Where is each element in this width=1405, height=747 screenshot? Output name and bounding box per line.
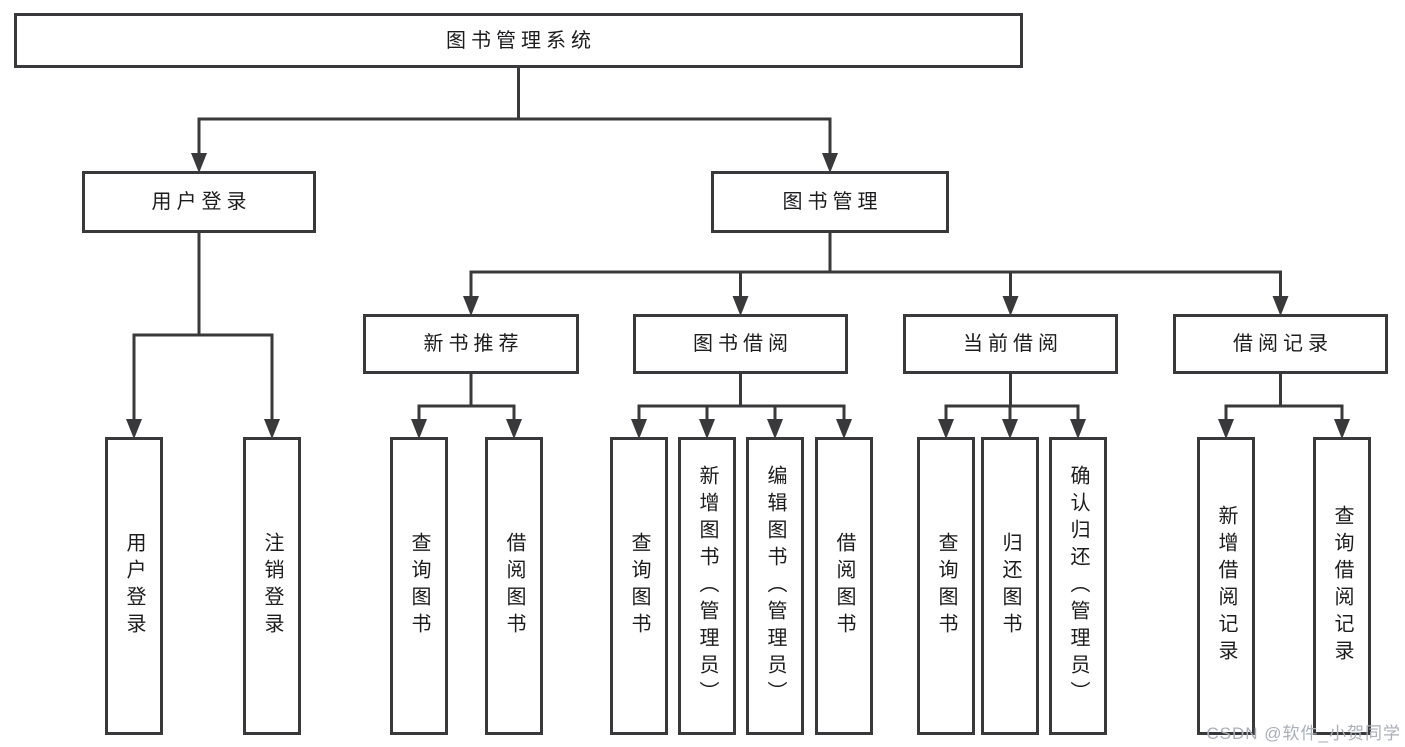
node-label: 注销登录 (261, 532, 283, 640)
arrowhead-icon (191, 153, 207, 173)
node-label: 图书管理 (782, 191, 883, 213)
arrowhead-icon (1272, 296, 1289, 316)
node-label: 用户登录 (123, 532, 145, 640)
arrowhead-icon (631, 419, 647, 439)
node-leaf-br-add: 新增借阅记录 (1197, 437, 1255, 735)
node-root: 图书管理系统 (14, 13, 1023, 68)
node-leaf-rec-query: 查询图书 (390, 437, 448, 735)
node-label: 确认归还（管理员） (1067, 464, 1089, 708)
arrowhead-icon (1218, 419, 1234, 439)
arrowhead-icon (126, 419, 142, 439)
watermark: CSDN @软件_小贺同学 (1206, 724, 1401, 743)
node-label: 编辑图书（管理员） (764, 464, 786, 708)
node-book-mgmt: 图书管理 (711, 171, 949, 233)
arrowhead-icon (822, 153, 838, 173)
node-leaf-cb-confirm: 确认归还（管理员） (1049, 437, 1107, 735)
node-label: 图书管理系统 (446, 29, 596, 52)
node-leaf-bb-borrow: 借阅图书 (815, 437, 873, 735)
node-label: 借阅记录 (1233, 333, 1333, 355)
node-leaf-bb-query: 查询图书 (610, 437, 668, 735)
arrowhead-icon (732, 296, 749, 316)
node-label: 归还图书 (999, 532, 1021, 640)
arrowhead-icon (699, 419, 715, 439)
node-label: 新增借阅记录 (1215, 505, 1237, 667)
node-label: 用户登录 (151, 191, 252, 213)
node-user-login: 用户登录 (82, 171, 316, 233)
node-label: 借阅图书 (503, 532, 525, 640)
node-label: 借阅图书 (833, 532, 855, 640)
node-leaf-logout: 注销登录 (243, 437, 301, 735)
node-label: 新增图书（管理员） (696, 464, 718, 708)
node-label: 新书推荐 (423, 333, 524, 355)
node-label: 查询图书 (408, 532, 430, 640)
node-new-book-rec: 新书推荐 (363, 314, 579, 374)
arrowhead-icon (1002, 296, 1019, 316)
node-leaf-cb-query: 查询图书 (917, 437, 975, 735)
node-leaf-bb-add: 新增图书（管理员） (678, 437, 736, 735)
node-leaf-br-query: 查询借阅记录 (1313, 437, 1371, 735)
node-label: 查询图书 (628, 532, 650, 640)
node-current-borrow: 当前借阅 (903, 314, 1118, 374)
arrowhead-icon (411, 419, 427, 439)
arrowhead-icon (264, 419, 280, 439)
arrowhead-icon (767, 419, 783, 439)
arrowhead-icon (463, 296, 479, 316)
node-label: 查询借阅记录 (1331, 505, 1353, 667)
node-book-borrow: 图书借阅 (633, 314, 848, 374)
node-leaf-rec-borrow: 借阅图书 (485, 437, 543, 735)
arrowhead-icon (836, 419, 852, 439)
node-leaf-user-login: 用户登录 (105, 437, 163, 735)
node-label: 图书借阅 (693, 333, 793, 355)
node-label: 查询图书 (935, 532, 957, 640)
node-label: 当前借阅 (963, 333, 1063, 355)
arrowhead-icon (506, 419, 522, 439)
arrowhead-icon (1334, 419, 1350, 439)
arrowhead-icon (938, 419, 954, 439)
node-borrow-records: 借阅记录 (1173, 314, 1388, 374)
arrowhead-icon (1070, 419, 1086, 439)
node-leaf-bb-edit: 编辑图书（管理员） (746, 437, 804, 735)
arrowhead-icon (1002, 419, 1018, 439)
node-leaf-cb-return: 归还图书 (981, 437, 1039, 735)
